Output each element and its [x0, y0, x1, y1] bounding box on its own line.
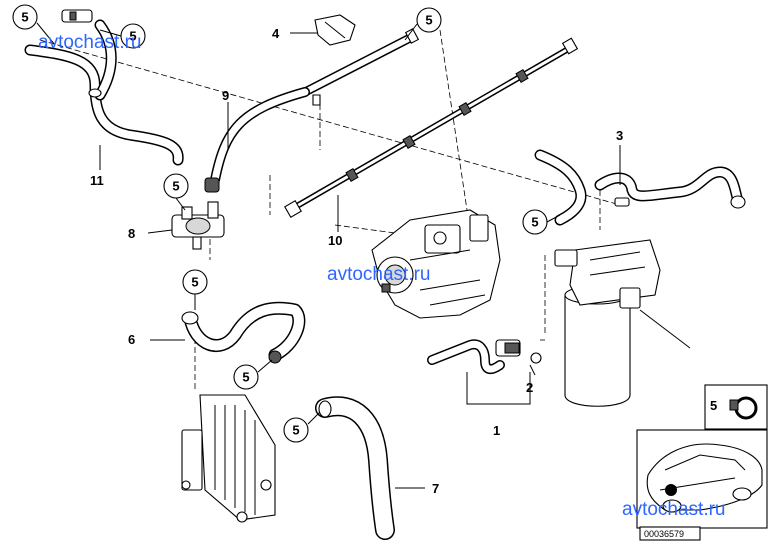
callout-5-e: 5 [522, 209, 548, 235]
hose-connector [61, 9, 93, 23]
hose-7 [315, 396, 425, 540]
label-2: 2 [526, 380, 533, 395]
leak-off-line-10 [284, 37, 579, 232]
callout-5-g: 5 [233, 364, 259, 390]
svg-text:5: 5 [292, 423, 299, 438]
hose-9 [204, 87, 310, 193]
callout-5-c: 5 [416, 7, 442, 33]
svg-text:5: 5 [425, 13, 432, 28]
callout-5-a: 5 [12, 4, 38, 30]
high-pressure-pump [371, 209, 501, 319]
sealing-ring-2 [530, 352, 542, 364]
callout-5-d: 5 [163, 173, 189, 199]
watermark-bottom-right: avtochast.ru [622, 499, 726, 520]
svg-text:5: 5 [129, 29, 136, 44]
label-11: 11 [90, 173, 104, 188]
label-3: 3 [616, 128, 623, 143]
label-1: 1 [493, 423, 500, 438]
hose-6 [150, 301, 306, 364]
watermark-center: avtochast.ru [327, 264, 431, 285]
callout-5-f: 5 [182, 269, 208, 295]
watermark-top-left: avtochast.ru [38, 32, 142, 53]
hose-3 [534, 145, 746, 226]
callout-leaders [36, 22, 561, 425]
inset-item-number: 5 [710, 398, 717, 413]
vehicle-inset [636, 429, 768, 529]
label-6: 6 [128, 332, 135, 347]
fuel-filter [554, 239, 691, 407]
svg-text:5: 5 [21, 10, 28, 25]
callout-5-h: 5 [283, 417, 309, 443]
svg-text:00036579: 00036579 [644, 529, 684, 539]
location-marker-icon [665, 484, 677, 496]
label-4: 4 [272, 26, 280, 41]
clip-4 [290, 14, 356, 46]
label-8: 8 [128, 226, 135, 241]
svg-text:5: 5 [172, 179, 179, 194]
label-10: 10 [328, 233, 342, 248]
diagram-code: 00036579 [639, 526, 701, 541]
fuel-cooler [181, 394, 276, 523]
svg-text:5: 5 [242, 370, 249, 385]
svg-text:5: 5 [191, 275, 198, 290]
valve-8 [147, 201, 225, 250]
return-line [300, 28, 420, 106]
label-7: 7 [432, 481, 439, 496]
fuel-line-1 [427, 339, 542, 405]
svg-text:5: 5 [531, 215, 538, 230]
label-9: 9 [222, 88, 229, 103]
hose-clamp-inset: 5 [704, 384, 768, 430]
